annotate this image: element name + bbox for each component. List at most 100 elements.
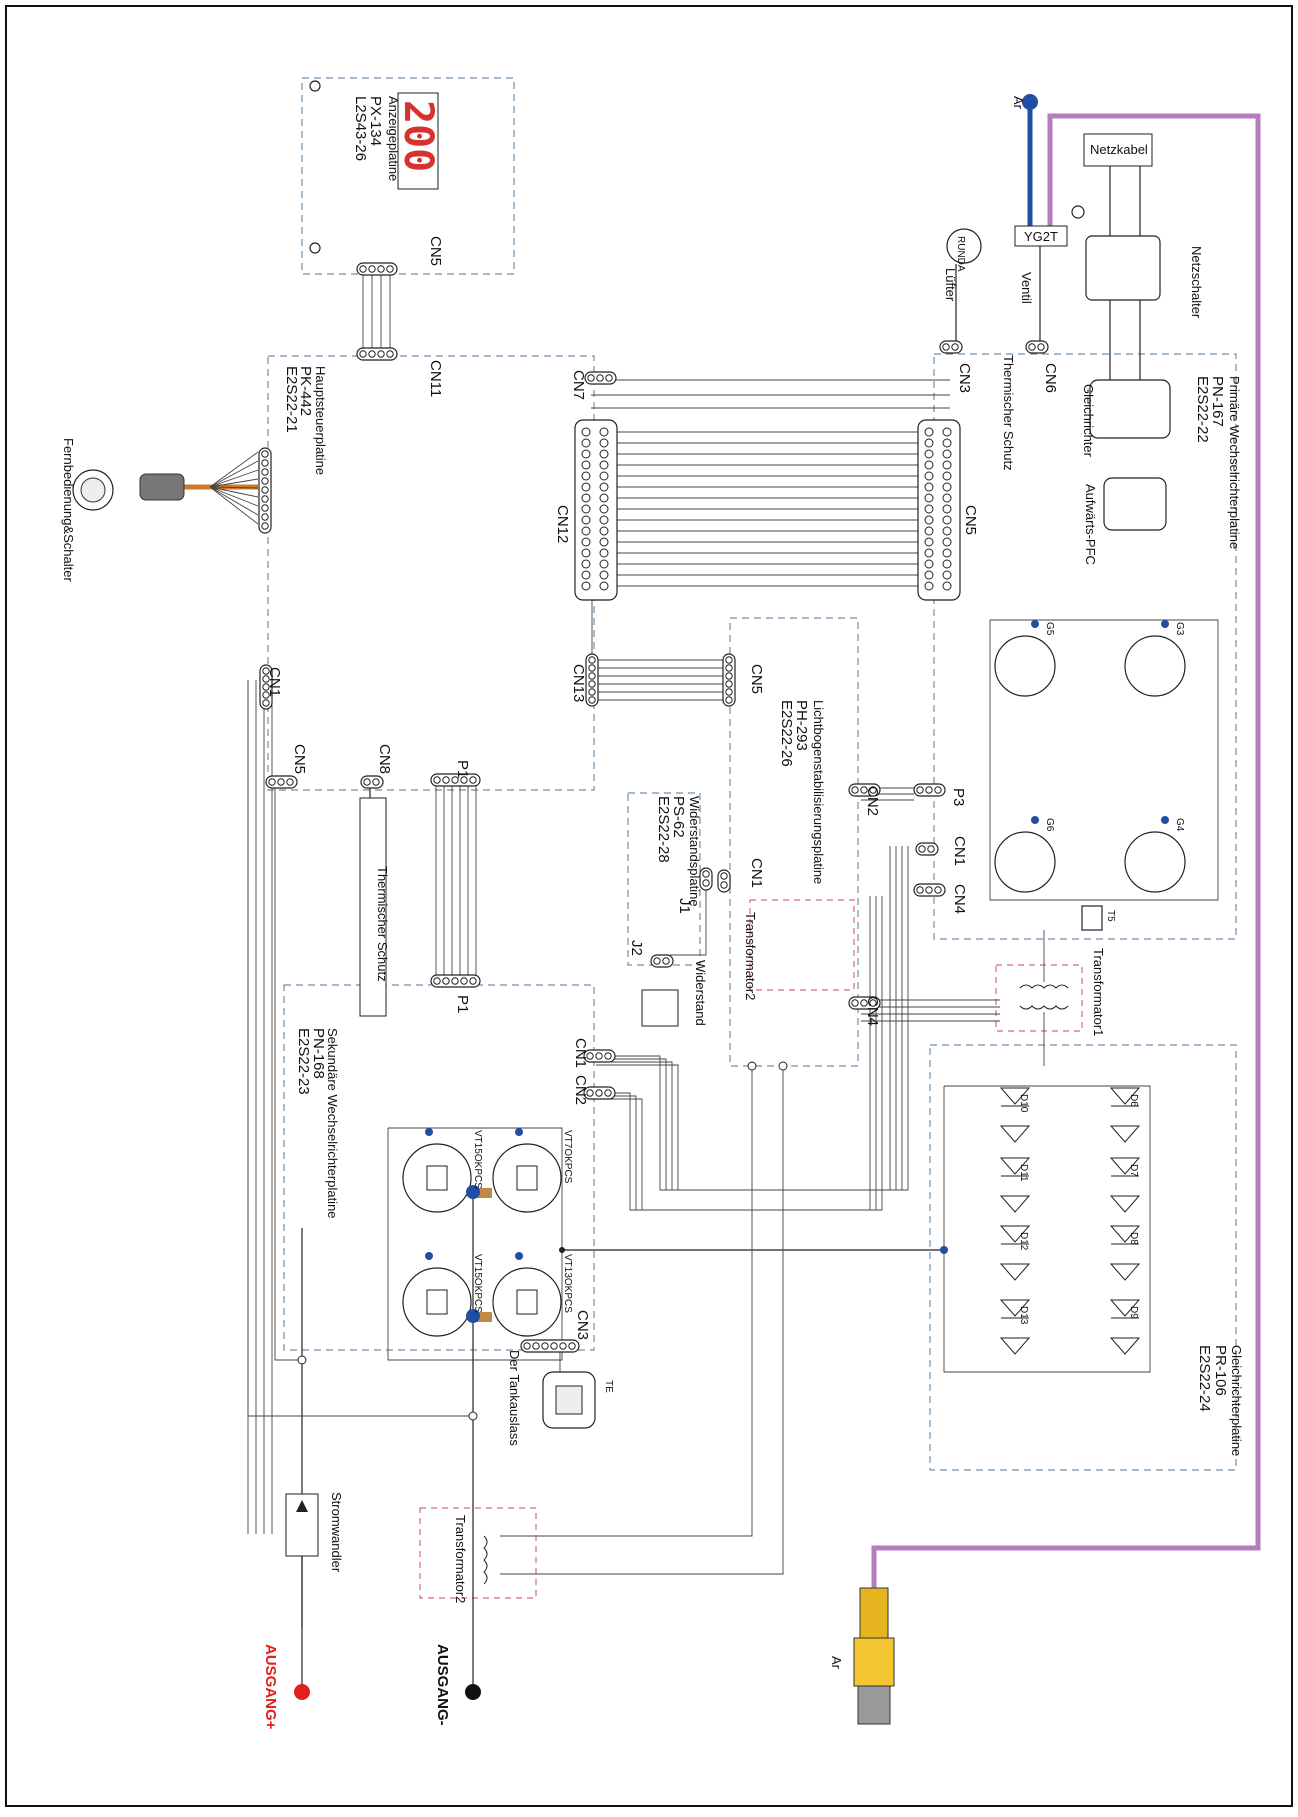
- valve-code: YG2T: [1024, 229, 1058, 244]
- cn5-pin: [942, 449, 952, 459]
- diode-label: D11: [1018, 1164, 1029, 1182]
- arc-cn5-label: CN5: [748, 664, 765, 694]
- diode-icon: [999, 1125, 1031, 1143]
- cn12-connector: [574, 419, 618, 601]
- mosfet-gate-dot: [515, 1252, 523, 1260]
- diode-icon: [999, 1087, 1031, 1105]
- mosfet-body: [516, 1289, 538, 1315]
- primary-inverter-board-outline: [933, 353, 1237, 940]
- diode-label: D8: [1128, 1232, 1139, 1245]
- display-model: PX-134: [367, 96, 384, 146]
- cn12-pin: [599, 515, 609, 525]
- junction: [940, 1246, 948, 1254]
- cn5-pin: [942, 482, 952, 492]
- diode-icon: [1109, 1195, 1141, 1213]
- tank-label: Der Tankauslass: [507, 1350, 522, 1446]
- cn12-pin: [581, 460, 591, 470]
- diode-icon: [999, 1337, 1031, 1355]
- cn5-pin: [942, 504, 952, 514]
- frame: [5, 5, 1293, 1807]
- output-minus-label: AUSGANG-: [434, 1644, 451, 1726]
- cn5-pin: [942, 471, 952, 481]
- remote-label: Fernbedienung&Schalter: [61, 438, 76, 582]
- arc-cn1-label: CN1: [748, 858, 765, 888]
- secondary-cn1-connector: [583, 1049, 616, 1063]
- mosfet-icon: [402, 1143, 472, 1213]
- cn5-pin: [942, 570, 952, 580]
- primary-cn1-connector: [915, 842, 939, 856]
- cn5-pin: [942, 438, 952, 448]
- arc-model: PH-293: [793, 700, 810, 751]
- secondary-code: E2S22-23: [295, 1028, 312, 1095]
- cn12-pin: [581, 581, 591, 591]
- cn5-pin: [924, 449, 934, 459]
- igbt-icon: [994, 831, 1056, 893]
- transformer2-big-label: Transformator2: [453, 1515, 468, 1603]
- resistor-j2-connector: [650, 954, 674, 968]
- cn12-pin: [599, 427, 609, 437]
- cn5-pin: [924, 460, 934, 470]
- mosfet-icon: [492, 1143, 562, 1213]
- argon-out-label: Ar: [829, 1656, 844, 1670]
- remote-fan-wire: [209, 486, 259, 525]
- tank-socket: [555, 1385, 583, 1415]
- t2-to-arc: [500, 1066, 753, 1537]
- thermistor: [1081, 905, 1103, 931]
- pfc-module: [1103, 477, 1167, 531]
- diode-icon: [1109, 1263, 1141, 1281]
- mosfet-node: [466, 1309, 480, 1323]
- cn5-pin: [924, 526, 934, 536]
- cn12-pin: [599, 504, 609, 514]
- cn5-pin: [942, 548, 952, 558]
- cn12-pin: [581, 493, 591, 503]
- diode-label: D10: [1018, 1094, 1029, 1113]
- secondary-feed-b: [596, 896, 883, 1211]
- main-remote-connector: [258, 447, 272, 534]
- thermistor-label: T5: [1105, 910, 1116, 922]
- cn5-pin: [942, 460, 952, 470]
- igbt-label: G6: [1044, 818, 1055, 832]
- primary-cn1-label: CN1: [951, 836, 968, 866]
- cn12-pin: [581, 548, 591, 558]
- arrow-up-icon: [296, 1500, 308, 1512]
- cn12-pin: [581, 449, 591, 459]
- resistor-j1-label: J1: [676, 898, 693, 914]
- fan-badge: RUNDA: [955, 236, 966, 272]
- primary-cn4-connector: [913, 883, 946, 897]
- mosfet-gate-dot: [425, 1128, 433, 1136]
- rect-frame: [943, 1085, 1151, 1373]
- argon-label: Ar: [1011, 96, 1026, 110]
- secondary-feed: [596, 846, 891, 1191]
- igbt-label: G5: [1044, 622, 1055, 636]
- arc-title: Lichtbogenstabilisierungsplatine: [811, 700, 826, 884]
- cn5-pin: [924, 482, 934, 492]
- mount-hole-icon: [309, 80, 321, 92]
- secondary-inverter-board-outline: [283, 984, 595, 1351]
- diode-icon: [1109, 1157, 1141, 1175]
- ground-symbol-icon: [1071, 205, 1085, 219]
- secondary-cn3-label: CN3: [574, 1310, 591, 1340]
- primary-model: PN-167: [1209, 376, 1226, 427]
- cn12-pin: [581, 427, 591, 437]
- secondary-cn2-connector: [583, 1086, 616, 1100]
- arc-cn2-label: CN2: [864, 786, 881, 816]
- junction-open: [297, 1355, 307, 1365]
- ferrite-choke: [139, 473, 185, 501]
- cn12-pin: [599, 537, 609, 547]
- rectifier-board-outline: [929, 1044, 1237, 1471]
- resistor-component: [641, 989, 679, 1027]
- diode-icon: [999, 1195, 1031, 1213]
- diode-label: D13: [1018, 1306, 1029, 1325]
- cn12-label: CN12: [554, 505, 571, 543]
- igbt-icon: [1124, 831, 1186, 893]
- secondary-feed-b: [596, 896, 871, 1211]
- cn12-pin: [581, 526, 591, 536]
- secondary-feed: [596, 846, 897, 1191]
- cn12-pin: [599, 559, 609, 569]
- remote-fan-wire: [209, 460, 259, 488]
- cn12-pin: [599, 438, 609, 448]
- mains-cable-label: Netzkabel: [1090, 142, 1148, 157]
- resistor-title: Widerstandsplatine: [687, 796, 702, 907]
- diode-label: D7: [1128, 1164, 1139, 1177]
